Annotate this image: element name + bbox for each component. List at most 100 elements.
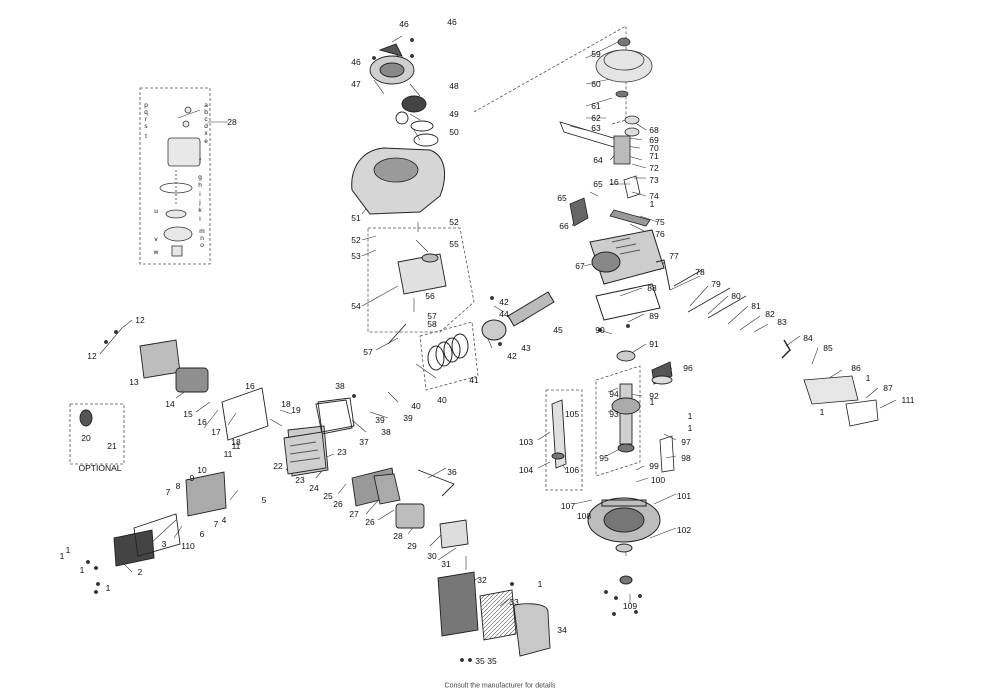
part-callout-1-8[interactable]: 1 [649, 396, 655, 407]
part-callout-109[interactable]: 109 [622, 600, 638, 611]
part-callout-76[interactable]: 76 [655, 228, 665, 239]
part-callout-18-1[interactable]: 18 [281, 398, 291, 409]
part-callout-18-2[interactable]: 18 [231, 436, 241, 447]
part-callout-69[interactable]: 69 [649, 134, 659, 145]
part-callout-94[interactable]: 94 [609, 388, 619, 399]
part-callout-35-1[interactable]: 35 [475, 655, 485, 666]
part-callout-84[interactable]: 84 [803, 332, 813, 343]
part-callout-101[interactable]: 101 [676, 490, 692, 501]
part-callout-61[interactable]: 61 [591, 100, 601, 111]
part-callout-1-5[interactable]: 1 [537, 578, 543, 589]
part-callout-1-6[interactable]: 1 [687, 410, 693, 421]
part-callout-53[interactable]: 53 [351, 250, 361, 261]
part-callout-70[interactable]: 70 [649, 142, 659, 153]
part-callout-42-1[interactable]: 42 [499, 296, 509, 307]
part-callout-14[interactable]: 14 [165, 398, 175, 409]
part-callout-108[interactable]: 108 [576, 510, 592, 521]
part-callout-92[interactable]: 92 [649, 390, 659, 401]
part-callout-79[interactable]: 79 [711, 278, 721, 289]
part-callout-1-3[interactable]: 1 [105, 582, 111, 593]
part-callout-97[interactable]: 97 [681, 436, 691, 447]
part-callout-74[interactable]: 74 [649, 190, 659, 201]
part-callout-35-2[interactable]: 35 [487, 655, 497, 666]
part-callout-1-2[interactable]: 1 [79, 564, 85, 575]
part-callout-68[interactable]: 68 [649, 124, 659, 135]
part-callout-91[interactable]: 91 [649, 338, 659, 349]
part-callout-1-1[interactable]: 1 [59, 550, 65, 561]
part-callout-19[interactable]: 19 [291, 404, 301, 415]
part-callout-15[interactable]: 15 [183, 408, 193, 419]
part-callout-13[interactable]: 13 [129, 376, 139, 387]
part-callout-83[interactable]: 83 [777, 316, 787, 327]
part-callout-46-1[interactable]: 46 [399, 18, 409, 29]
part-callout-75[interactable]: 75 [655, 216, 665, 227]
part-callout-86[interactable]: 86 [851, 362, 861, 373]
part-callout-45[interactable]: 45 [553, 324, 563, 335]
part-callout-102[interactable]: 102 [676, 524, 692, 535]
part-callout-44[interactable]: 44 [499, 308, 509, 319]
part-callout-7-1[interactable]: 7 [165, 486, 171, 497]
part-callout-50[interactable]: 50 [449, 126, 459, 137]
part-callout-2[interactable]: 2 [137, 566, 143, 577]
part-callout-67[interactable]: 67 [575, 260, 585, 271]
part-callout-3[interactable]: 3 [161, 538, 167, 549]
part-callout-60[interactable]: 60 [591, 78, 601, 89]
part-callout-107[interactable]: 107 [560, 500, 576, 511]
part-callout-46-3[interactable]: 46 [351, 56, 361, 67]
part-callout-82[interactable]: 82 [765, 308, 775, 319]
part-callout-40-2[interactable]: 40 [437, 394, 447, 405]
part-callout-93[interactable]: 93 [609, 408, 619, 419]
part-callout-72[interactable]: 72 [649, 162, 659, 173]
part-callout-32[interactable]: 32 [477, 574, 487, 585]
part-callout-38-1[interactable]: 38 [335, 380, 345, 391]
part-callout-73[interactable]: 73 [649, 174, 659, 185]
part-callout-30[interactable]: 30 [427, 550, 437, 561]
part-callout-21[interactable]: 21 [107, 440, 117, 451]
part-callout-64[interactable]: 64 [593, 154, 603, 165]
part-callout-24[interactable]: 24 [309, 482, 319, 493]
part-callout-47[interactable]: 47 [351, 78, 361, 89]
part-callout-43[interactable]: 43 [521, 342, 531, 353]
part-callout-111[interactable]: 111 [901, 394, 915, 405]
part-callout-6[interactable]: 6 [199, 528, 205, 539]
part-callout-95[interactable]: 95 [599, 452, 609, 463]
part-callout-1-7[interactable]: 1 [687, 422, 693, 433]
part-callout-10[interactable]: 10 [197, 464, 207, 475]
part-callout-38-2[interactable]: 38 [381, 426, 391, 437]
part-callout-52-2[interactable]: 52 [351, 234, 361, 245]
part-callout-99[interactable]: 99 [649, 460, 659, 471]
part-callout-71[interactable]: 71 [649, 150, 659, 161]
part-callout-80[interactable]: 80 [731, 290, 741, 301]
part-callout-96[interactable]: 96 [683, 362, 693, 373]
part-callout-16-2[interactable]: 16 [197, 416, 207, 427]
part-callout-89[interactable]: 89 [649, 310, 659, 321]
part-callout-5[interactable]: 5 [261, 494, 267, 505]
part-callout-9[interactable]: 9 [189, 472, 195, 483]
part-callout-110[interactable]: 110 [181, 540, 195, 551]
part-callout-1-10[interactable]: 1 [819, 406, 825, 417]
part-callout-65-2[interactable]: 65 [593, 178, 603, 189]
part-callout-41[interactable]: 41 [469, 374, 479, 385]
part-callout-59[interactable]: 59 [591, 48, 601, 59]
part-callout-26-1[interactable]: 26 [333, 498, 343, 509]
part-callout-85[interactable]: 85 [823, 342, 833, 353]
part-callout-56[interactable]: 56 [425, 290, 435, 301]
part-callout-16-3[interactable]: 16 [609, 176, 619, 187]
part-callout-25[interactable]: 25 [323, 490, 333, 501]
part-callout-37[interactable]: 37 [359, 436, 369, 447]
part-callout-4[interactable]: 4 [221, 514, 227, 525]
part-callout-11-2[interactable]: 11 [231, 440, 241, 451]
part-callout-7-2[interactable]: 7 [213, 518, 219, 529]
part-callout-65-1[interactable]: 65 [557, 192, 567, 203]
part-callout-48[interactable]: 48 [449, 80, 459, 91]
part-callout-39-1[interactable]: 39 [375, 414, 385, 425]
part-callout-8[interactable]: 8 [175, 480, 181, 491]
part-callout-27[interactable]: 27 [349, 508, 359, 519]
part-callout-20[interactable]: 20 [81, 432, 91, 443]
part-callout-104[interactable]: 104 [518, 464, 534, 475]
part-callout-1-11[interactable]: 1 [649, 198, 655, 209]
part-callout-29[interactable]: 29 [407, 540, 417, 551]
part-callout-16-1[interactable]: 16 [245, 380, 255, 391]
part-callout-105[interactable]: 105 [564, 408, 580, 419]
part-callout-55[interactable]: 55 [449, 238, 459, 249]
